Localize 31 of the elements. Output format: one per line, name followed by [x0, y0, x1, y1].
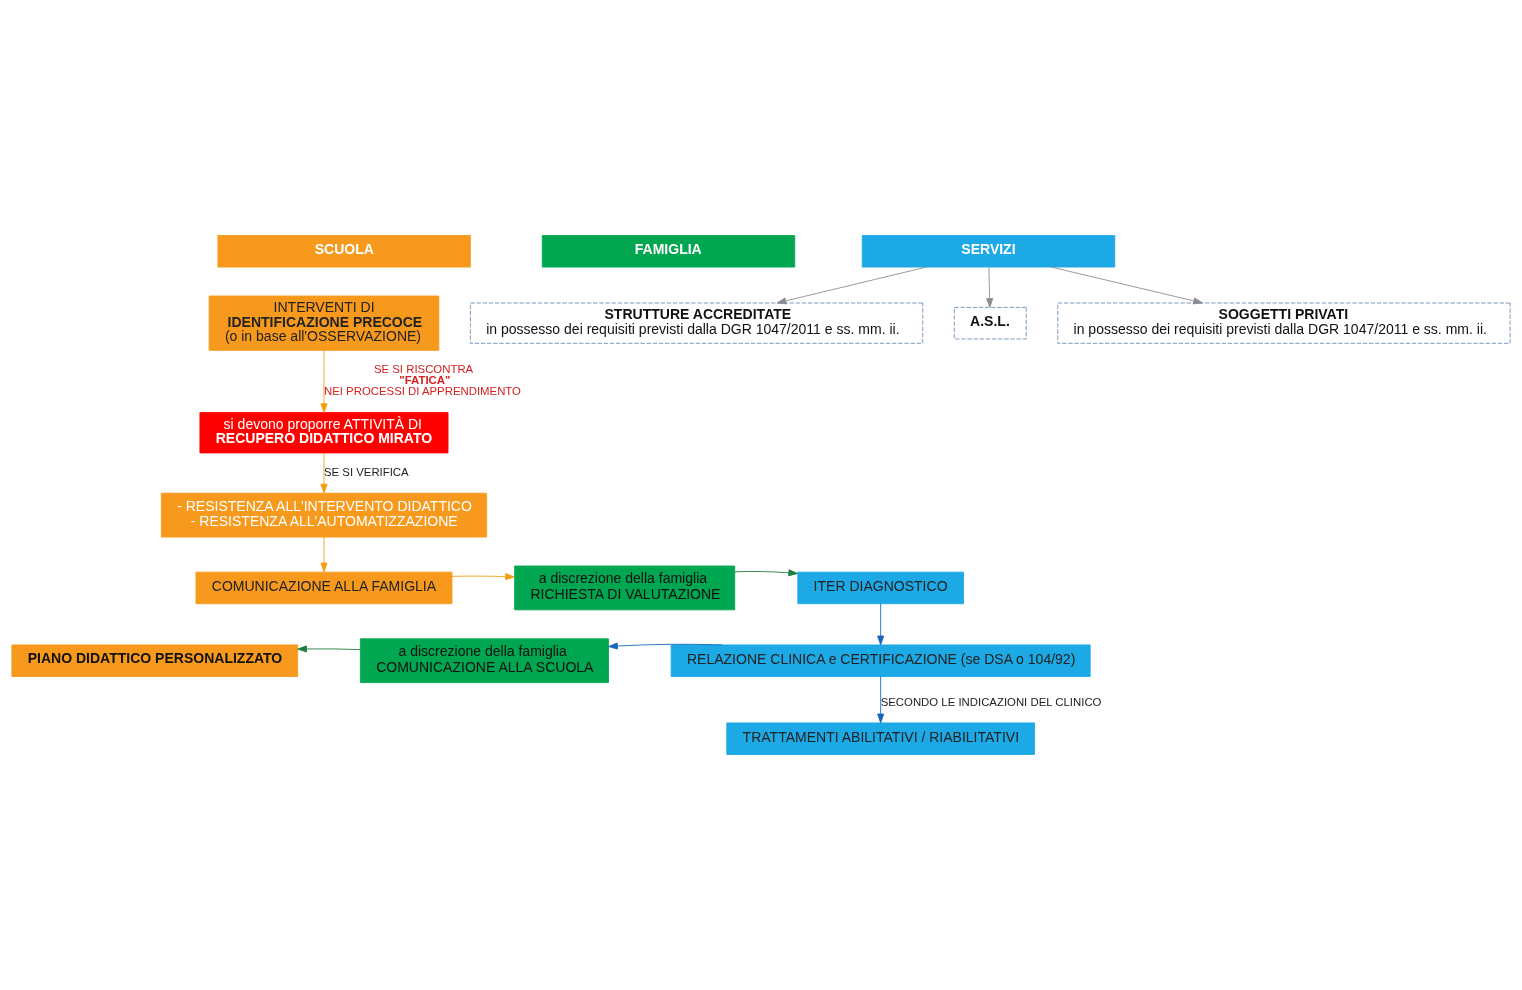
- arrow: [734, 569, 798, 577]
- node-box: SOGGETTI PRIVATI in possesso dei requisiti previsti dalla DGR 1047/2011 e ss. mm. ii.: [1057, 302, 1511, 344]
- node-box: si devono proporre ATTIVITÀ DI RECUPERO DIDATTICO MIRATO: [199, 412, 449, 454]
- node-box: RELAZIONE CLINICA e CERTIFICAZIONE (se DSA o 104/92): [670, 644, 1091, 677]
- node-box: a discrezione della famiglia RICHIESTA DI VALUTAZIONE: [514, 565, 736, 611]
- arrow: [320, 536, 328, 573]
- node-box: ITER DIAGNOSTICO: [797, 571, 964, 605]
- arrow: [320, 452, 328, 494]
- node-box: TRATTAMENTI ABILITATIVI / RIABILITATIVI: [726, 722, 1035, 755]
- node-box: a discrezione della famiglia COMUNICAZIONE ALLA SCUOLA: [359, 638, 609, 684]
- arrow: [320, 350, 328, 413]
- node-box: A.S.L.: [953, 306, 1027, 340]
- arrow: [877, 676, 885, 724]
- node-box: SERVIZI: [861, 235, 1116, 268]
- arrow: [1051, 266, 1203, 305]
- node-box: SCUOLA: [217, 235, 471, 268]
- arrow: [451, 573, 515, 581]
- node-box: INTERVENTI DI IDENTIFICAZIONE PRECOCE (o in base all'OSSERVAZIONE): [208, 295, 440, 351]
- node-box: COMUNICAZIONE ALLA FAMIGLIA: [195, 571, 453, 605]
- edge-label: SE SI VERIFICA: [323, 466, 409, 479]
- node-box: STRUTTURE ACCREDITATE in possesso dei requisiti previsti dalla DGR 1047/2011 e ss. mm. ii.: [469, 302, 924, 344]
- node-box: PIANO DIDATTICO PERSONALIZZATO: [11, 644, 299, 677]
- node-box: - RESISTENZA ALL'INTERVENTO DIDATTICO - RESISTENZA ALL'AUTOMATIZZAZIONE: [160, 492, 488, 538]
- arrow: [608, 642, 723, 650]
- arrow: [986, 266, 994, 308]
- node-box: FAMIGLIA: [541, 235, 796, 268]
- edge-label: SE SI RISCONTRA "FATICA" NEI PROCESSI DI APPRENDIMENTO: [323, 362, 521, 398]
- arrow: [877, 603, 885, 646]
- arrow: [297, 645, 361, 653]
- edge-label: SECONDO LE INDICAZIONI DEL CLINICO: [880, 695, 1102, 708]
- arrow: [776, 266, 927, 305]
